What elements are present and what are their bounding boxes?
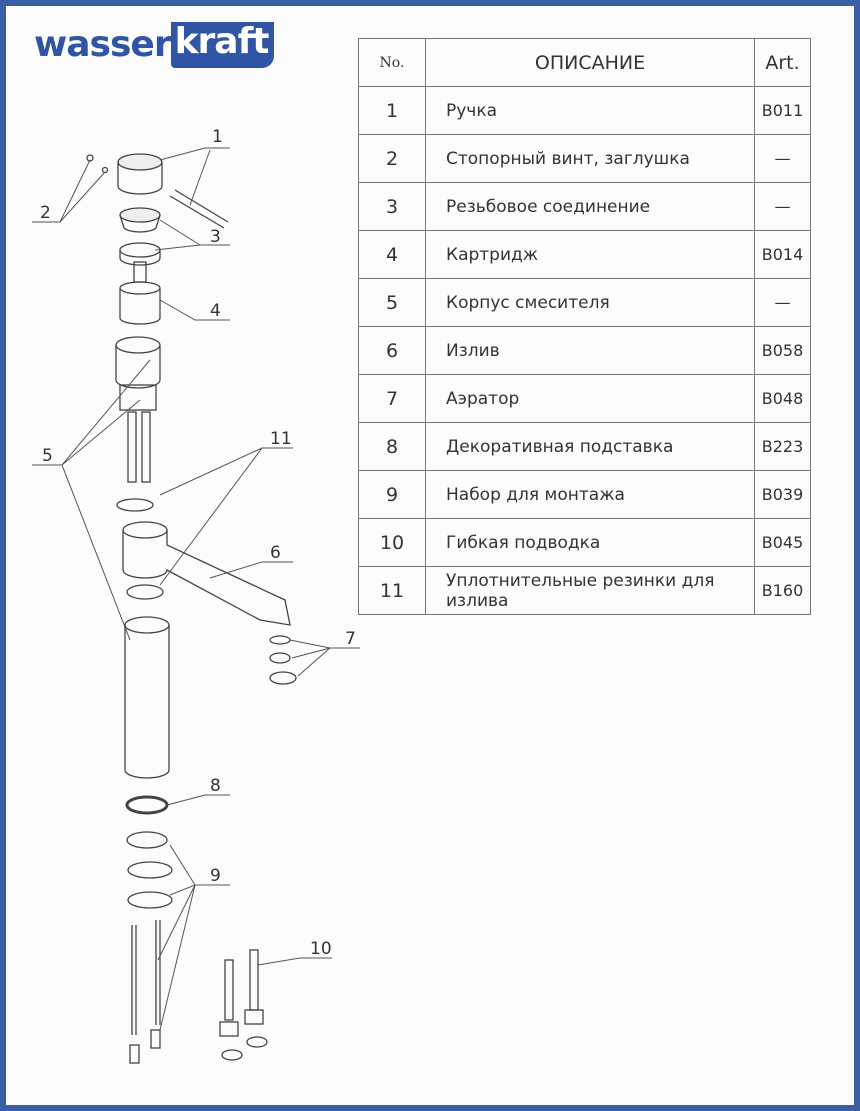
- part-description: Стопорный винт, заглушка: [425, 134, 755, 183]
- cartridge-part: [119, 261, 161, 325]
- part-number: 4: [358, 230, 426, 279]
- part-number: 2: [358, 134, 426, 183]
- part-article: B011: [754, 86, 811, 135]
- part-article: B160: [754, 566, 811, 615]
- callout-9: 9: [210, 866, 221, 886]
- part-description: Гибкая подводка: [425, 518, 755, 567]
- part-article: —: [754, 134, 811, 183]
- part-description: Картридж: [425, 230, 755, 279]
- threaded-connection-part: [119, 207, 161, 266]
- part-article: B045: [754, 518, 811, 567]
- spout-part: [116, 498, 297, 779]
- callout-2: 2: [40, 203, 51, 223]
- callout-8: 8: [210, 776, 221, 796]
- mixer-body-part: [115, 336, 161, 483]
- callout-11: 11: [270, 429, 292, 449]
- logo-text-kraft: kraft: [170, 22, 275, 68]
- callout-3: 3: [210, 227, 221, 247]
- part-article: B048: [754, 374, 811, 423]
- part-description: Резьбовое соединение: [425, 182, 755, 231]
- flexible-hose-part: [219, 949, 268, 1061]
- handle-part: [86, 153, 229, 229]
- callout-7: 7: [345, 629, 356, 649]
- part-number: 10: [358, 518, 426, 567]
- part-article: B039: [754, 470, 811, 519]
- part-number: 7: [358, 374, 426, 423]
- part-article: —: [754, 278, 811, 327]
- callout-1: 1: [212, 127, 223, 147]
- part-number: 6: [358, 326, 426, 375]
- callout-4: 4: [210, 301, 221, 321]
- part-article: B058: [754, 326, 811, 375]
- part-number: 1: [358, 86, 426, 135]
- callout-6: 6: [270, 543, 281, 563]
- part-number: 5: [358, 278, 426, 327]
- callout-labels: 1 2 3 4 5 6 7 8 9 10 11: [40, 127, 356, 959]
- callout-leaders: [32, 147, 360, 1031]
- part-article: B223: [754, 422, 811, 471]
- part-number: 11: [358, 566, 426, 615]
- part-description: Корпус смесителя: [425, 278, 755, 327]
- part-article: —: [754, 182, 811, 231]
- table-header: No. ОПИСАНИЕ Art.: [358, 38, 811, 87]
- part-description: Излив: [425, 326, 755, 375]
- part-number: 8: [358, 422, 426, 471]
- part-number: 9: [358, 470, 426, 519]
- logo-text-wasser: wasser: [34, 24, 172, 65]
- part-description: Уплотнительные резинки для излива: [425, 566, 755, 615]
- callout-10: 10: [310, 939, 332, 959]
- callout-5: 5: [42, 446, 53, 466]
- mounting-kit-part: [125, 795, 173, 1064]
- brand-logo: wasser kraft: [34, 22, 275, 72]
- part-description: Декоративная подставка: [425, 422, 755, 471]
